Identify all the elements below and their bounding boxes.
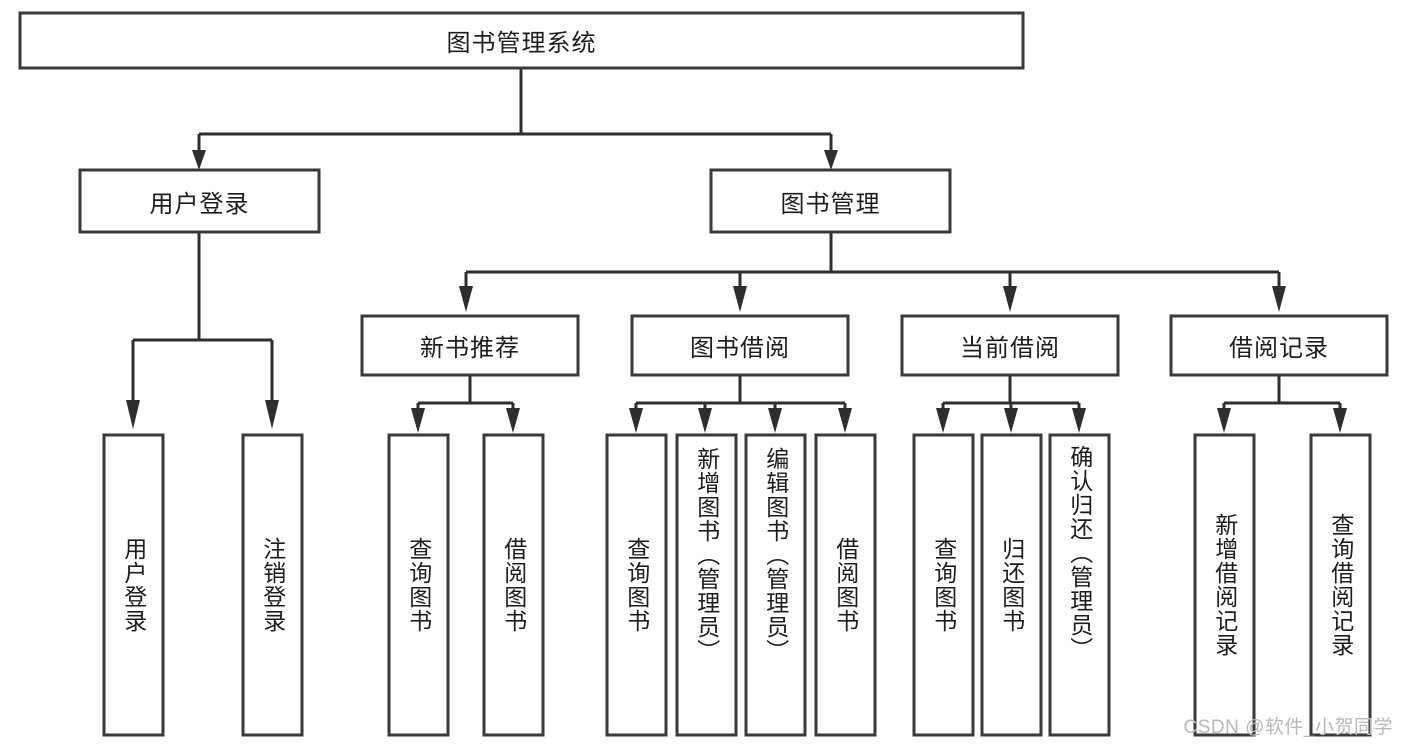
leaf-box[interactable]	[102, 433, 165, 737]
leaf-box[interactable]	[814, 433, 877, 737]
leaf-box[interactable]	[980, 433, 1043, 737]
node-book-management[interactable]	[709, 168, 952, 234]
leaf-box[interactable]	[387, 433, 450, 737]
leaf-box[interactable]	[605, 433, 668, 737]
node-user-login[interactable]	[78, 168, 321, 234]
connector-bookborrow-to-leaves	[629, 375, 852, 433]
leaf-box[interactable]	[1193, 433, 1256, 737]
leaf-box[interactable]	[241, 433, 304, 737]
node-book-borrow[interactable]	[630, 314, 850, 377]
leaf-box[interactable]	[675, 433, 738, 737]
node-current-borrow[interactable]	[900, 314, 1120, 377]
leaf-box[interactable]	[1048, 433, 1111, 737]
leaf-box[interactable]	[482, 433, 545, 737]
connector-borrowrecord-to-leaves	[1217, 375, 1347, 433]
node-root[interactable]	[18, 11, 1025, 70]
connector-newbook-to-leaves	[411, 375, 520, 433]
leaf-box[interactable]	[744, 433, 807, 737]
connector-userlogin-to-leaves	[126, 232, 279, 429]
leaf-box[interactable]	[1309, 433, 1372, 737]
leaf-box[interactable]	[912, 433, 975, 737]
connector-root-to-level2	[192, 68, 838, 170]
node-borrow-record[interactable]	[1169, 314, 1389, 377]
node-new-book-recommend[interactable]	[360, 314, 580, 377]
connector-bookmgmt-to-level3	[459, 232, 1286, 312]
connector-currentborrow-to-leaves	[936, 375, 1086, 433]
